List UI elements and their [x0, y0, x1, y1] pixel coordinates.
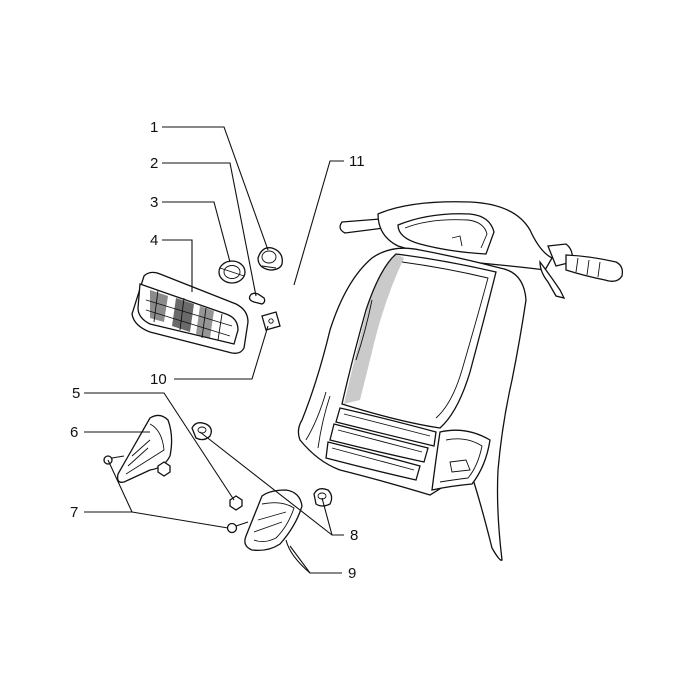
right-signal-bulb — [313, 488, 333, 507]
callout-labels: 1 2 3 4 5 6 7 8 9 10 11 — [70, 119, 365, 582]
right-signal-screw — [226, 521, 249, 534]
bulb-holder-ring — [218, 260, 246, 284]
headlight-unit — [131, 271, 249, 354]
right-turn-signal — [244, 489, 303, 552]
left-signal-bulb — [191, 422, 212, 441]
mounting-clip — [261, 311, 281, 331]
callout-10: 10 — [150, 371, 167, 388]
right-signal-nut — [229, 495, 243, 511]
callout-4: 4 — [150, 232, 158, 249]
callout-11: 11 — [349, 153, 365, 170]
callout-6: 6 — [70, 424, 78, 441]
left-signal-nut — [157, 461, 171, 477]
callout-9: 9 — [348, 565, 356, 582]
callout-1: 1 — [150, 119, 158, 136]
callout-8: 8 — [350, 527, 358, 544]
callout-5: 5 — [72, 385, 80, 402]
callout-7: 7 — [70, 504, 78, 521]
leader-lines — [84, 126, 344, 574]
callout-3: 3 — [150, 194, 158, 211]
front-shield-assembly — [297, 201, 624, 561]
callout-2: 2 — [150, 155, 158, 172]
left-signal-screw — [103, 455, 125, 465]
lamp-socket — [257, 247, 283, 271]
parking-bulb — [248, 292, 266, 305]
